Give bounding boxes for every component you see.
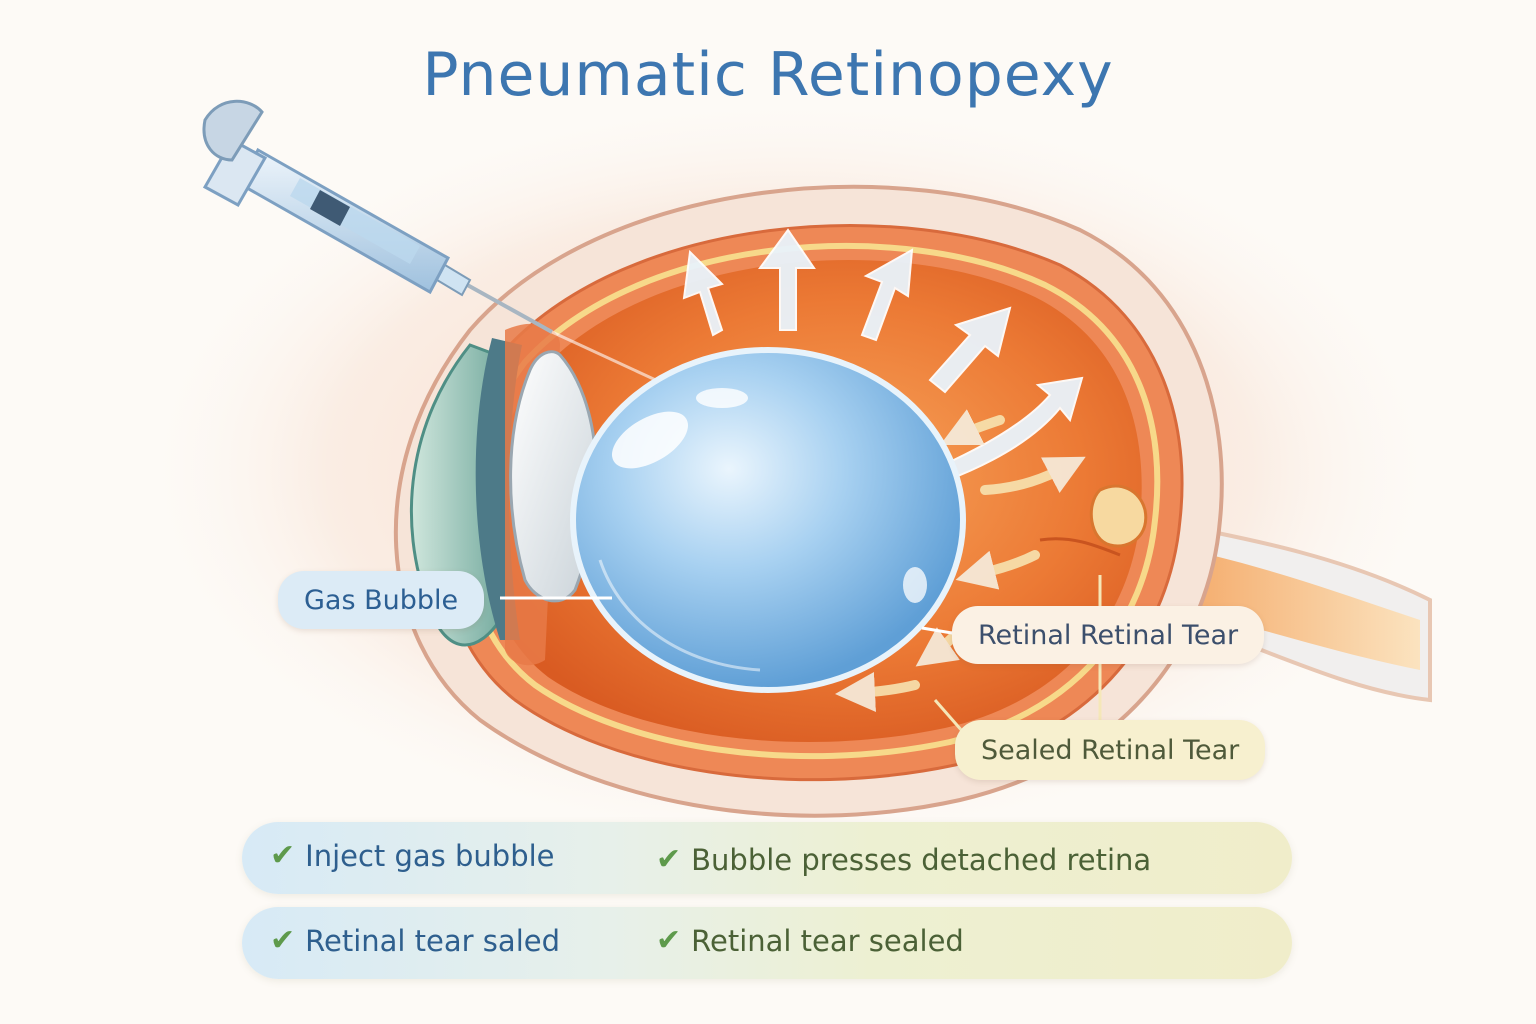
check-icon: ✔ [270,923,296,958]
step-text: Retinal tear sealed [691,923,964,958]
step-text: Bubble presses detached retina [691,842,1152,877]
check-icon: ✔ [656,842,682,877]
steps-row-2 [242,907,1292,979]
step-text: Inject gas bubble [305,838,555,873]
step-tear-saled: ✔ Retinal tear saled [270,923,560,958]
arrow-icon [758,228,816,331]
steps-row-1 [242,822,1292,894]
step-inject: ✔ Inject gas bubble [270,838,555,873]
arrow-icon [928,306,1012,394]
step-text: Retinal tear saled [305,923,560,958]
step-tear-sealed: ✔ Retinal tear sealed [656,923,964,958]
sealed-tear-label: Sealed Retinal Tear [955,720,1266,780]
page-title: Pneumatic Retinopexy [422,40,1114,110]
side-arrows [835,409,1086,712]
gas-bubble-label: Gas Bubble [278,571,485,629]
check-icon: ✔ [656,923,682,958]
check-icon: ✔ [270,838,296,873]
arrow-icon [682,249,724,337]
arrow-icon [860,248,914,342]
injection-trail [551,330,661,384]
step-press: ✔ Bubble presses detached retina [656,842,1151,877]
syringe-icon [202,99,553,334]
retinal-tear-site [1039,484,1148,557]
retinal-tear-label: Retinal Retinal Tear [952,606,1265,664]
gas-bubble-icon [570,347,966,693]
